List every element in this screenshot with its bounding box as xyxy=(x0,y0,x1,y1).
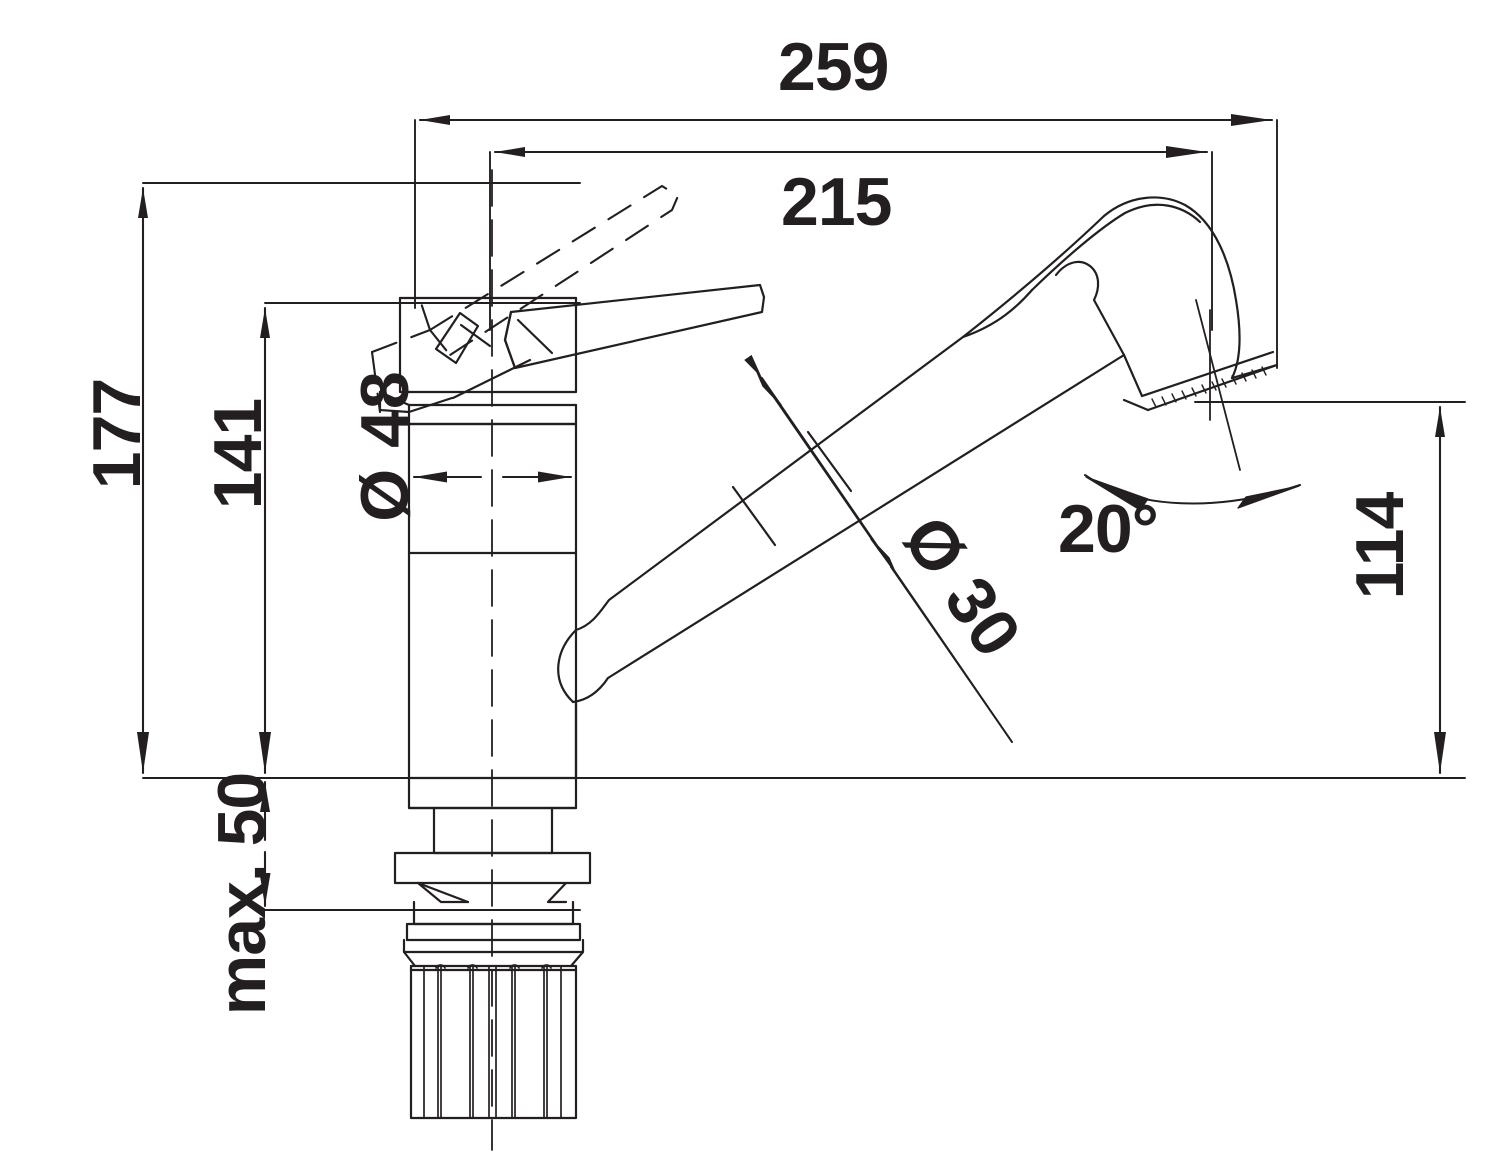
spout-tube-outline xyxy=(557,335,1126,780)
dim-line-d30-arrows xyxy=(756,371,896,573)
aerator-serration xyxy=(1151,366,1267,408)
dim-label-259: 259 xyxy=(778,29,889,105)
dim-label-d48: Ø 48 xyxy=(347,370,423,522)
dim-arc-20deg-arrows xyxy=(1085,476,1300,511)
dim-label-177: 177 xyxy=(79,378,155,490)
tap-shank-below-deck xyxy=(393,776,592,1120)
lever-handle-closed xyxy=(451,283,766,400)
dim-label-114: 114 xyxy=(1342,492,1418,600)
dim-label-141: 141 xyxy=(200,398,276,510)
dim-label-20deg: 20° xyxy=(1058,491,1159,567)
dim-label-215: 215 xyxy=(781,164,892,240)
spray-head-outline xyxy=(961,196,1279,412)
lever-handle-open-ghost xyxy=(370,184,680,414)
knurl-ribs xyxy=(423,964,562,1119)
lever-cartridge-stem xyxy=(434,311,492,365)
dim-label-max50: max. 50 xyxy=(204,772,280,1016)
extension-lines xyxy=(142,119,1466,911)
